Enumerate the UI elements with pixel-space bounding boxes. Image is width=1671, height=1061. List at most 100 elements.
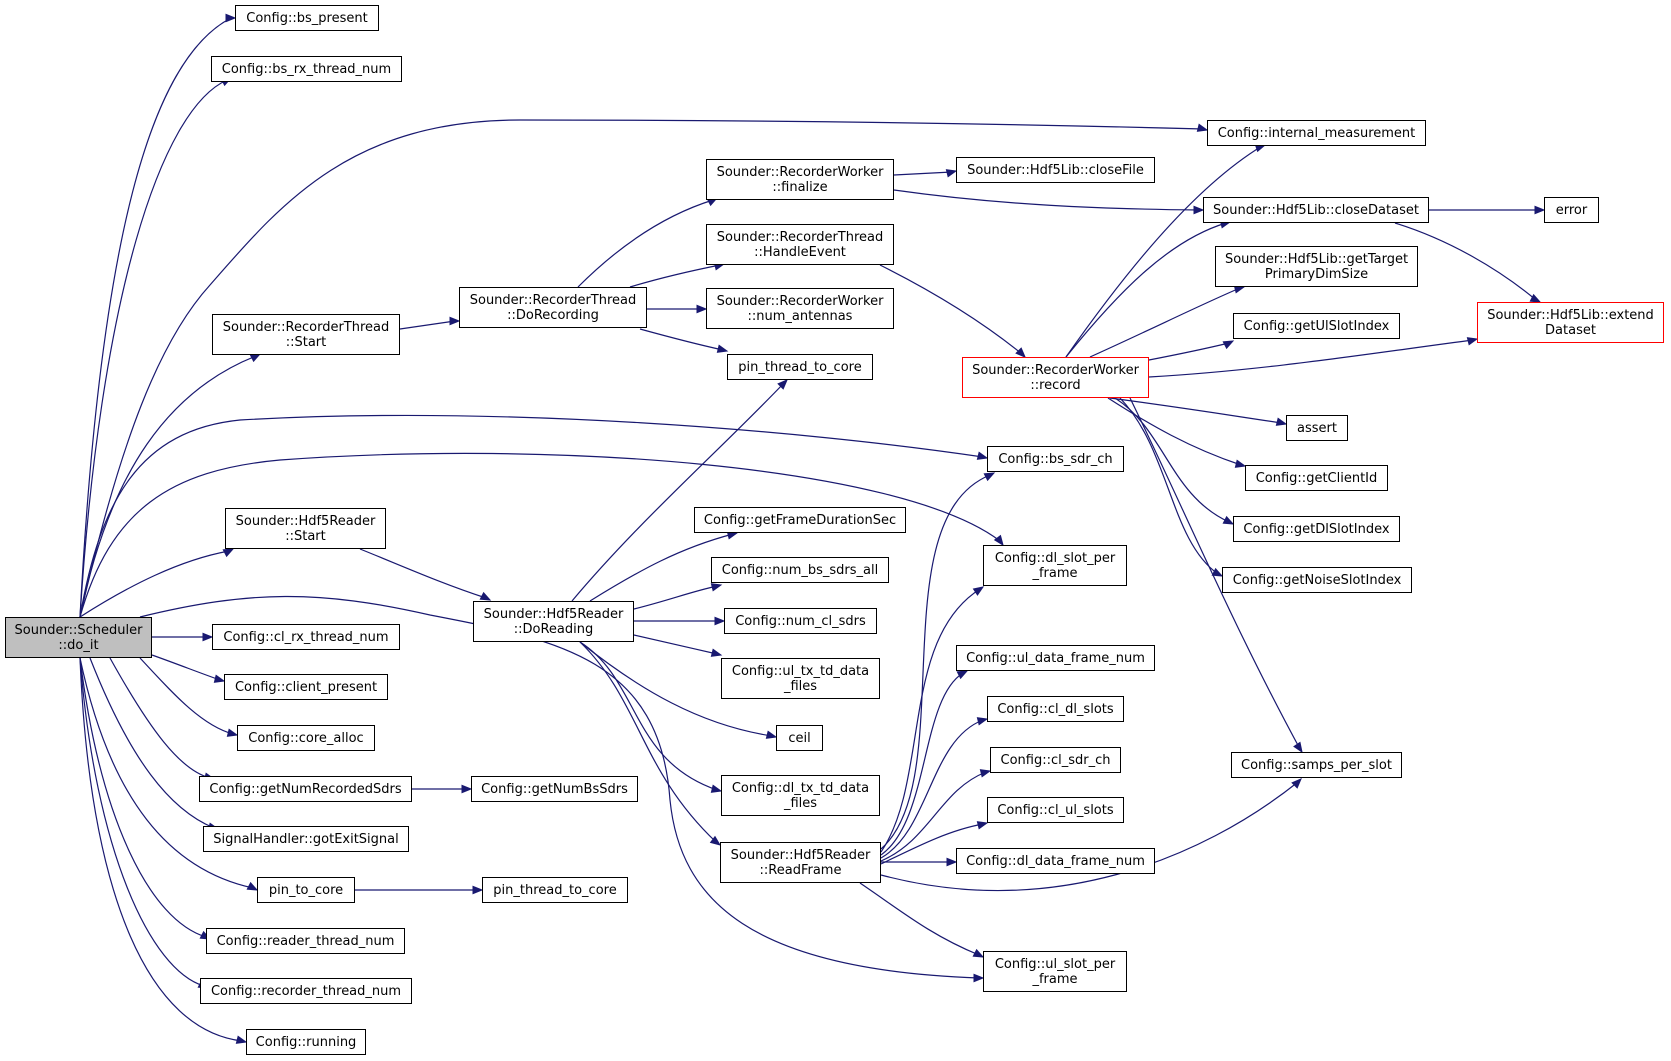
edge-do-it-reader-start-arrowhead (222, 548, 235, 558)
node-hdf5lib-close-file[interactable]: Sounder::Hdf5Lib::closeFile (956, 157, 1155, 183)
node-config-client-present[interactable]: Config::client_present (224, 674, 388, 700)
node-config-dl-tx-td-data-files[interactable]: Config::dl_tx_td_data _files (721, 775, 880, 816)
node-recorder-worker-finalize[interactable]: Sounder::RecorderWorker ::finalize (706, 159, 894, 200)
node-hdf5lib-get-target-primary-dim-size[interactable]: Sounder::Hdf5Lib::getTarget PrimaryDimSi… (1215, 246, 1418, 287)
edge-close-dataset-extend-dataset (1394, 222, 1537, 301)
node-config-cl-rx-thread-num[interactable]: Config::cl_rx_thread_num (212, 624, 400, 650)
edge-do-it-bs-sdr-ch (79, 414, 984, 618)
edge-finalize-close-file-arrowhead (945, 169, 958, 178)
node-recorder-thread-do-recording[interactable]: Sounder::RecorderThread ::DoRecording (459, 287, 647, 328)
node-config-ul-tx-td-data-files[interactable]: Config::ul_tx_td_data _files (721, 658, 880, 699)
edge-do-it-reader-thread-num (79, 657, 207, 938)
node-config-bs-present[interactable]: Config::bs_present (235, 5, 379, 31)
node-recorder-thread-start[interactable]: Sounder::RecorderThread ::Start (212, 314, 400, 355)
edge-read-frame-cl-dl-slots-arrowhead (976, 717, 989, 726)
node-ceil[interactable]: ceil (776, 725, 823, 751)
edge-handle-event-record-arrowhead (1015, 347, 1026, 358)
edge-do-it-internal-measurement-arrowhead (1196, 123, 1209, 132)
edge-pin-to-core-pin-thread-to-core-arrowhead (472, 885, 484, 895)
node-recorder-thread-handle-event[interactable]: Sounder::RecorderThread ::HandleEvent (706, 224, 894, 265)
edge-record-get-ul-slot-index (1148, 342, 1230, 361)
node-signal-handler-got-exit-signal[interactable]: SignalHandler::gotExitSignal (203, 826, 409, 852)
node-config-cl-sdr-ch[interactable]: Config::cl_sdr_ch (990, 747, 1121, 773)
edge-do-it-bs-rx-thread-num (79, 79, 228, 618)
node-config-get-ul-slot-index[interactable]: Config::getUlSlotIndex (1233, 313, 1400, 339)
edge-do-reading-ceil-arrowhead (765, 730, 778, 739)
node-recorder-worker-num-antennas[interactable]: Sounder::RecorderWorker ::num_antennas (706, 288, 894, 329)
node-assert[interactable]: assert (1286, 415, 1348, 441)
node-config-cl-dl-slots[interactable]: Config::cl_dl_slots (987, 696, 1124, 722)
node-config-num-bs-sdrs-all[interactable]: Config::num_bs_sdrs_all (711, 557, 889, 583)
edge-read-frame-cl-sdr-ch-arrowhead (979, 769, 992, 778)
edge-read-frame-dl-slot-per-frame (880, 588, 981, 853)
edge-record-samps-per-slot (1129, 397, 1301, 750)
edge-do-it-recorder-thread-num (79, 657, 205, 987)
node-config-running[interactable]: Config::running (246, 1029, 366, 1055)
node-config-get-frame-duration-sec[interactable]: Config::getFrameDurationSec (694, 507, 906, 533)
node-hdf5lib-close-dataset[interactable]: Sounder::Hdf5Lib::closeDataset (1203, 197, 1429, 223)
node-config-reader-thread-num[interactable]: Config::reader_thread_num (206, 928, 405, 954)
edge-record-get-noise-slot-index-arrowhead (1211, 567, 1224, 577)
node-config-get-num-recorded-sdrs[interactable]: Config::getNumRecordedSdrs (199, 776, 412, 802)
edge-do-it-core-alloc (139, 657, 234, 735)
edge-do-reading-dl-tx-td-arrowhead (710, 784, 723, 793)
edge-rec-start-do-recording (399, 320, 456, 330)
node-hdf5-reader-do-reading[interactable]: Sounder::Hdf5Reader ::DoReading (473, 601, 634, 642)
node-config-dl-slot-per-frame[interactable]: Config::dl_slot_per _frame (983, 545, 1127, 586)
edge-read-frame-dl-slot-per-frame-arrowhead (972, 586, 985, 596)
edge-do-it-dl-slot-per-frame-arrowhead (993, 534, 1004, 547)
node-config-get-noise-slot-index[interactable]: Config::getNoiseSlotIndex (1222, 567, 1412, 593)
edge-do-recording-handle-event (629, 264, 721, 288)
edge-read-frame-cl-ul-slots-arrowhead (976, 821, 989, 830)
edge-read-frame-cl-dl-slots (880, 719, 984, 859)
edge-reader-start-do-reading-arrowhead (479, 591, 492, 601)
node-config-bs-rx-thread-num[interactable]: Config::bs_rx_thread_num (211, 56, 402, 82)
edge-finalize-close-file (893, 171, 953, 176)
edge-read-frame-dl-data-frame-num-arrowhead (946, 857, 958, 867)
node-error[interactable]: error (1544, 197, 1599, 223)
node-pin-thread-to-core-lower[interactable]: pin_thread_to_core (482, 877, 628, 903)
node-config-ul-slot-per-frame[interactable]: Config::ul_slot_per _frame (983, 951, 1127, 992)
node-config-get-client-id[interactable]: Config::getClientId (1245, 465, 1388, 491)
edge-do-it-core-alloc-arrowhead (226, 728, 239, 737)
node-hdf5-reader-start[interactable]: Sounder::Hdf5Reader ::Start (225, 508, 386, 549)
edge-do-reading-dl-tx-td (579, 641, 718, 791)
edge-record-assert-arrowhead (1275, 417, 1288, 426)
node-config-cl-ul-slots[interactable]: Config::cl_ul_slots (987, 797, 1124, 823)
edge-do-reading-ul-tx-td (633, 634, 718, 655)
node-config-dl-data-frame-num[interactable]: Config::dl_data_frame_num (956, 848, 1155, 874)
node-config-get-num-bs-sdrs[interactable]: Config::getNumBsSdrs (471, 776, 638, 802)
edge-do-it-got-exit-signal (89, 657, 215, 829)
node-config-internal-measurement[interactable]: Config::internal_measurement (1207, 120, 1426, 146)
edge-record-get-dl-slot-index-arrowhead (1222, 515, 1235, 525)
edge-read-frame-ul-slot-per-frame-arrowhead (972, 948, 985, 958)
node-config-get-dl-slot-index[interactable]: Config::getDlSlotIndex (1233, 516, 1400, 542)
edge-read-frame-bs-sdr-ch (880, 474, 991, 850)
node-config-samps-per-slot[interactable]: Config::samps_per_slot (1231, 752, 1402, 778)
edge-do-it-client-present (151, 654, 221, 681)
edge-do-it-reader-start (79, 550, 230, 618)
node-config-bs-sdr-ch[interactable]: Config::bs_sdr_ch (987, 446, 1124, 472)
edge-record-internal-measurement (1065, 145, 1263, 358)
edge-close-dataset-extend-dataset-arrowhead (1529, 293, 1542, 303)
node-config-recorder-thread-num[interactable]: Config::recorder_thread_num (200, 978, 412, 1004)
edge-do-it-get-num-recorded-sdrs (109, 657, 211, 779)
node-hdf5-reader-read-frame[interactable]: Sounder::Hdf5Reader ::ReadFrame (720, 842, 881, 883)
edge-do-reading-ul-tx-td-arrowhead (710, 648, 723, 657)
node-pin-to-core[interactable]: pin_to_core (257, 877, 355, 903)
edge-do-recording-pin-thread-to-core (639, 328, 724, 351)
node-recorder-worker-record[interactable]: Sounder::RecorderWorker ::record (962, 357, 1149, 398)
node-config-num-cl-sdrs[interactable]: Config::num_cl_sdrs (724, 608, 877, 634)
edge-do-it-recorder-thread-start-arrowhead (249, 353, 262, 363)
edge-do-reading-num-cl-sdrs-arrowhead (714, 616, 726, 626)
edge-record-assert (1109, 397, 1283, 424)
edge-finalize-close-dataset-arrowhead (1193, 205, 1205, 215)
edge-read-frame-ul-data-frame-num (880, 672, 964, 856)
edge-do-it-ul-slot-per-frame (139, 595, 980, 979)
node-hdf5lib-extend-dataset[interactable]: Sounder::Hdf5Lib::extend Dataset (1477, 302, 1664, 343)
edge-record-get-client-id-arrowhead (1234, 459, 1247, 468)
node-config-core-alloc[interactable]: Config::core_alloc (237, 725, 375, 751)
node-pin-thread-to-core-upper[interactable]: pin_thread_to_core (727, 354, 873, 380)
edge-do-it-pin-to-core-arrowhead (246, 881, 259, 891)
node-config-ul-data-frame-num[interactable]: Config::ul_data_frame_num (956, 645, 1155, 671)
